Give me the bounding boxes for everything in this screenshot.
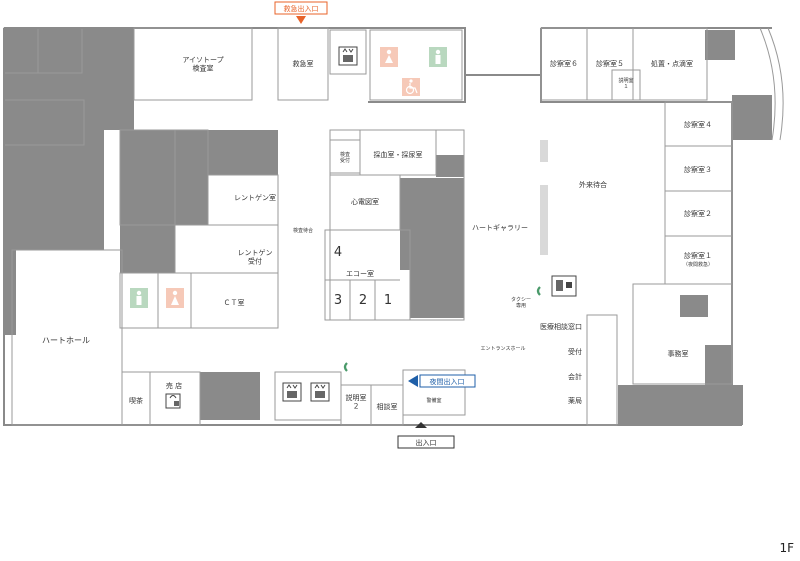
- toilet-women-icon: [380, 47, 398, 67]
- isotope-label: アイソトープ検査室: [182, 56, 223, 72]
- floor-label: 1F: [779, 541, 794, 555]
- block-right-top: [732, 95, 772, 140]
- elevator-icon: [282, 382, 302, 402]
- emergency-entrance: 救急出入口: [274, 1, 328, 24]
- consult-label: 相談室: [377, 402, 398, 411]
- block-center-left: [120, 130, 208, 225]
- echo-num-3: 3: [334, 293, 342, 308]
- taxi-label: タクシー専用: [511, 296, 531, 309]
- rooms: [11, 27, 733, 426]
- ecg-label: 心電図室: [351, 197, 379, 206]
- block-right-corner: [705, 30, 735, 60]
- reception-counter: [586, 314, 618, 426]
- toilet-men-icon: [429, 47, 447, 67]
- elevator-icon: [310, 382, 330, 402]
- block-office-right: [705, 345, 733, 385]
- shop-label: 売 店: [166, 381, 182, 390]
- echo-label: エコー室: [346, 269, 374, 278]
- exam4-label: 診察室４: [684, 120, 712, 129]
- emergency-room: [277, 27, 329, 101]
- toilet-women-icon: [166, 288, 184, 308]
- heart-gallery-label: ハートギャラリー: [472, 224, 528, 232]
- block-echo-lower: [410, 270, 464, 318]
- ct-label: ＣＴ室: [224, 298, 245, 307]
- block-office-bottom: [618, 385, 742, 425]
- treatment-label: 処置・点滴室: [651, 59, 693, 68]
- echo-room: [324, 229, 411, 321]
- explain2-label: 説明室２: [346, 393, 367, 410]
- xray-reception-label: レントゲン受付: [238, 248, 273, 265]
- heart-hall-room: [11, 249, 123, 426]
- service-blocks-left: [4, 28, 772, 425]
- emergency-arrow-icon: [296, 16, 306, 24]
- exam-waiting-label: 検査待合: [293, 227, 313, 234]
- shop-room: [149, 371, 201, 426]
- exam3-label: 診察室３: [684, 165, 712, 174]
- main-entrance: 出入口: [397, 422, 455, 449]
- pharmacy-label: 薬局: [568, 396, 582, 405]
- night-entrance-label: 夜間出入口: [430, 377, 465, 386]
- cashier-label: 会計: [568, 372, 582, 381]
- echo-num-2: 2: [359, 293, 367, 308]
- emergency-room-label: 救急室: [293, 59, 314, 68]
- office-label: 事務室: [668, 349, 689, 358]
- explain1-label: 説明室１: [618, 77, 633, 90]
- atm-icon: [551, 275, 577, 297]
- night-arrow-icon: [408, 375, 418, 387]
- echo-num-4: 4: [334, 245, 342, 260]
- exam2-label: 診察室２: [684, 209, 712, 218]
- exam-reception-label: 検査受付: [340, 151, 350, 164]
- wheelchair-icon: [402, 78, 420, 96]
- isotope-label-1: アイソトープ検査室: [182, 56, 223, 72]
- outpatient-waiting-label: 外来待合: [579, 180, 607, 189]
- elevator-room-top: [329, 29, 367, 75]
- shopping-bag-icon: [165, 393, 181, 409]
- heart-hall-label: ハートホール: [42, 336, 90, 345]
- emergency-entrance-label: 救急出入口: [284, 4, 319, 13]
- elevator-icon: [338, 46, 358, 66]
- echo-num-1: 1: [384, 293, 392, 308]
- treatment-room: [632, 27, 708, 101]
- blood-label: 採血室・採尿室: [374, 150, 423, 159]
- block-blood-right: [436, 155, 464, 177]
- isotope-room: [133, 27, 253, 101]
- block-left-col: [104, 28, 134, 130]
- echo-booths: [325, 140, 548, 320]
- toilets-top: [369, 29, 463, 101]
- room-labels: アイソトープ検査室 救急室 診察室６ 診察室５ 説明室１ 処置・点滴室 診察室４…: [42, 56, 713, 411]
- block-office-top: [680, 295, 708, 317]
- exam1-label: 診察室１: [684, 251, 712, 260]
- exam1-room: [664, 235, 733, 285]
- exam5-label: 診察室５: [596, 59, 624, 68]
- office-room: [632, 283, 733, 385]
- main-arrow-icon: [415, 422, 427, 428]
- night-entrance: 夜間出入口: [408, 374, 476, 388]
- xray-label: レントゲン室: [234, 193, 276, 202]
- block-left-top: [4, 28, 104, 250]
- main-entrance-label: 出入口: [416, 438, 437, 447]
- ct-room: [190, 272, 279, 329]
- guard-label: 警備室: [426, 397, 441, 404]
- cafe-label: 喫茶: [129, 396, 143, 405]
- exam1-note: （夜間救急）: [683, 261, 713, 268]
- block-stairs: [200, 372, 260, 420]
- entrance-hall-label: エントランスホール: [481, 346, 526, 352]
- block-lower: [120, 225, 175, 273]
- exam6-label: 診察室６: [550, 59, 578, 68]
- phone-icon: [536, 286, 541, 296]
- block-center-right: [208, 130, 278, 175]
- block-hall-edge: [4, 250, 16, 335]
- explain1-room: [611, 69, 641, 101]
- reception-label: 受付: [568, 347, 582, 356]
- phone-icon: [343, 362, 348, 372]
- consultation-label: 医療相談窓口: [540, 322, 582, 331]
- icons: [130, 46, 577, 409]
- toilet-men-icon: [130, 288, 148, 308]
- guard-room: [402, 369, 466, 416]
- block-echo-right: [400, 178, 464, 270]
